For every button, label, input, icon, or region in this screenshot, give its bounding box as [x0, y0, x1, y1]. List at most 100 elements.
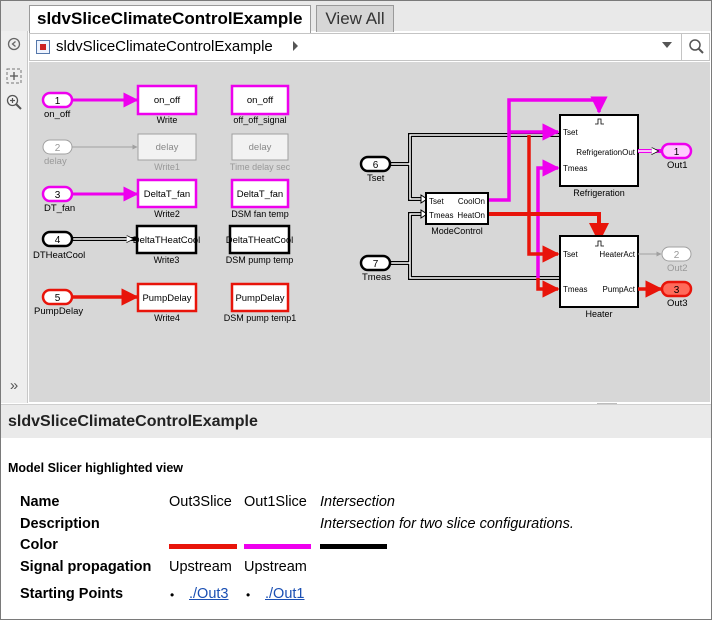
chevron-down-icon[interactable]	[662, 42, 672, 48]
tab-view-all[interactable]: View All	[316, 5, 394, 32]
svg-text:PumpDelay: PumpDelay	[235, 293, 284, 304]
svg-text:Write4: Write4	[154, 313, 180, 323]
write4-block[interactable]: PumpDelay Write4	[136, 282, 198, 323]
inport-7[interactable]: 7 Tmeas	[359, 254, 391, 283]
svg-text:HeatOn: HeatOn	[457, 211, 485, 220]
svg-text:Tmeas: Tmeas	[429, 211, 453, 220]
svg-text:DSM pump temp: DSM pump temp	[226, 255, 294, 265]
data-store-delay[interactable]: delay Time delay sec	[230, 133, 291, 172]
address-path[interactable]: sldvSliceClimateControlExample	[56, 38, 273, 55]
svg-text:1: 1	[674, 147, 680, 158]
svg-text:DTHeatCool: DTHeatCool	[33, 250, 85, 261]
signal-line-tset-heater[interactable]	[527, 135, 560, 263]
data-store-fan[interactable]: DeltaT_fan DSM fan temp	[230, 178, 290, 219]
write2-block[interactable]: DeltaT_fan Write2	[136, 178, 198, 219]
data-store-pump[interactable]: DeltaTHeatCool DSM pump temp	[226, 224, 294, 265]
signal-line-heat-on[interactable]	[488, 212, 609, 243]
refrigeration-block[interactable]: Tset Tmeas RefrigerationOut Refrigeratio…	[559, 114, 639, 198]
heater-block[interactable]: Tset Tmeas HeaterAct PumpAct Heater	[559, 235, 639, 319]
report-header: sldvSliceClimateControlExample	[1, 404, 711, 438]
hide-explorer-icon[interactable]	[5, 35, 23, 53]
tab-model[interactable]: sldvSliceClimateControlExample	[29, 5, 311, 33]
svg-text:DT_fan: DT_fan	[44, 203, 75, 214]
svg-text:Write3: Write3	[154, 255, 180, 265]
svg-text:on_off: on_off	[247, 95, 274, 106]
outport-3[interactable]: 3 Out3	[660, 280, 693, 309]
signal-line-cool-on[interactable]	[488, 96, 608, 202]
svg-text:delay: delay	[249, 142, 272, 153]
svg-text:Write1: Write1	[154, 162, 180, 172]
data-store-pump1[interactable]: PumpDelay DSM pump temp1	[224, 282, 297, 323]
signal-line-tmeas[interactable]	[390, 209, 560, 280]
svg-text:off_off_signal: off_off_signal	[233, 115, 286, 125]
svg-text:5: 5	[55, 293, 61, 304]
svg-text:2: 2	[674, 250, 680, 261]
fit-to-view-icon[interactable]	[5, 67, 23, 85]
inport-1[interactable]: 1 on_off	[41, 91, 74, 120]
slice1-color-swatch	[169, 544, 237, 549]
signal-line-tset[interactable]	[390, 133, 560, 204]
write1-block[interactable]: delay Write1	[137, 133, 197, 172]
svg-text:Out1: Out1	[667, 160, 688, 171]
inport-6[interactable]: 6 Tset	[359, 155, 392, 184]
svg-text:PumpDelay: PumpDelay	[142, 293, 191, 304]
model-icon	[36, 40, 50, 54]
write-block[interactable]: on_off Write	[136, 84, 198, 125]
svg-text:PumpDelay: PumpDelay	[34, 306, 83, 317]
svg-text:DeltaTHeatCool: DeltaTHeatCool	[226, 235, 294, 246]
trigger-icon	[595, 118, 604, 125]
svg-text:delay: delay	[156, 142, 179, 153]
svg-text:DeltaT_fan: DeltaT_fan	[237, 189, 283, 200]
svg-text:Tmeas: Tmeas	[563, 164, 587, 173]
left-toolbar: »	[1, 31, 28, 403]
svg-text:PumpAct: PumpAct	[603, 285, 636, 294]
svg-text:Out2: Out2	[667, 263, 688, 274]
svg-text:Tmeas: Tmeas	[362, 272, 391, 283]
write3-block[interactable]: DeltaTHeatCool Write3	[133, 224, 201, 265]
breadcrumb-arrow-icon[interactable]	[292, 40, 300, 52]
svg-text:Tset: Tset	[367, 173, 385, 184]
svg-text:Write: Write	[157, 115, 178, 125]
svg-text:ModeControl: ModeControl	[431, 226, 483, 236]
name-label: Name	[20, 494, 60, 510]
intersection-color-swatch	[320, 544, 387, 549]
svg-text:on_off: on_off	[154, 95, 181, 106]
data-store-on-off[interactable]: on_off off_off_signal	[230, 84, 290, 125]
bullet-icon: •	[170, 588, 175, 602]
outport-1[interactable]: 1 Out1	[660, 142, 693, 171]
inport-4[interactable]: 4 DTHeatCool	[33, 230, 85, 261]
svg-text:on_off: on_off	[44, 109, 71, 120]
svg-text:1: 1	[55, 96, 61, 107]
search-button[interactable]	[681, 34, 710, 60]
report-title: sldvSliceClimateControlExample	[8, 413, 258, 430]
expand-icon[interactable]: »	[9, 377, 19, 394]
inport-5[interactable]: 5 PumpDelay	[34, 288, 83, 317]
starting-point-link-out1[interactable]: ./Out1	[265, 586, 305, 602]
svg-text:Write2: Write2	[154, 209, 180, 219]
slice2-name: Out1Slice	[244, 494, 307, 510]
slice2-propagation: Upstream	[244, 559, 307, 575]
svg-text:Tset: Tset	[563, 250, 578, 259]
inport-3[interactable]: 3 DT_fan	[41, 185, 75, 214]
block-diagram: 1 on_off 2 delay 3 DT_fan 4 DTHeatCool 5…	[33, 84, 693, 323]
intersection-name: Intersection	[320, 494, 395, 510]
svg-text:DSM fan temp: DSM fan temp	[231, 209, 289, 219]
svg-text:Refrigeration: Refrigeration	[573, 188, 625, 198]
svg-text:Tmeas: Tmeas	[563, 285, 587, 294]
zoom-in-icon[interactable]	[5, 93, 23, 111]
svg-text:7: 7	[373, 259, 379, 270]
svg-text:DSM pump temp1: DSM pump temp1	[224, 313, 297, 323]
svg-text:6: 6	[373, 160, 379, 171]
signal-line-tmeas-refrig[interactable]	[536, 159, 560, 278]
inport-2[interactable]: 2 delay	[42, 139, 73, 167]
svg-text:DeltaTHeatCool: DeltaTHeatCool	[133, 235, 201, 246]
mode-control-block[interactable]: Tset Tmeas CoolOn HeatOn ModeControl	[425, 192, 489, 236]
slice1-name: Out3Slice	[169, 494, 232, 510]
svg-text:4: 4	[55, 235, 61, 246]
slice1-propagation: Upstream	[169, 559, 232, 575]
signal-line-tmeas-heater[interactable]	[536, 278, 560, 298]
outport-2[interactable]: 2 Out2	[661, 246, 692, 274]
color-label: Color	[20, 537, 58, 553]
starting-point-link-out3[interactable]: ./Out3	[189, 586, 229, 602]
diagram-canvas[interactable]: 1 on_off 2 delay 3 DT_fan 4 DTHeatCool 5…	[29, 62, 710, 402]
